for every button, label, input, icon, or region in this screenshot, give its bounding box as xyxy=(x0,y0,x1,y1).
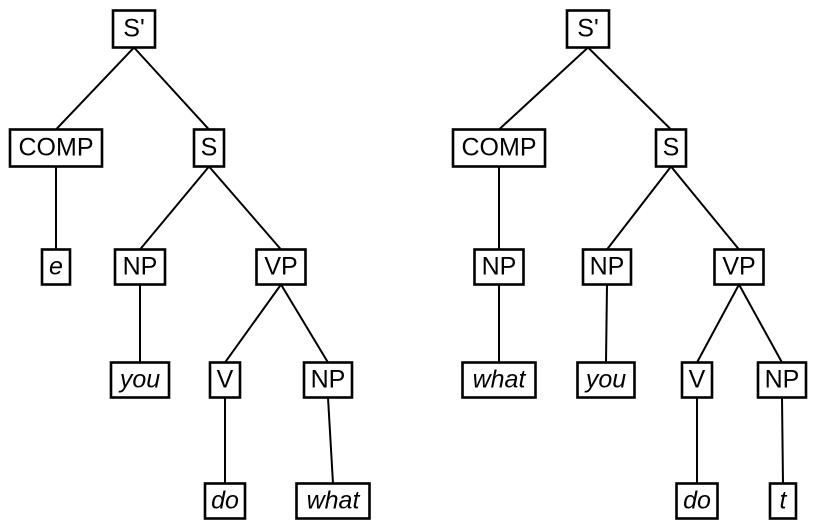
node-box xyxy=(713,248,765,286)
tree-edge-r-sbar-to-r-comp xyxy=(497,46,590,131)
node-box xyxy=(8,128,104,168)
tree-edge-r-sbar-to-r-s xyxy=(586,46,673,131)
node-label: you xyxy=(584,366,626,394)
node-label: S' xyxy=(123,15,144,43)
node-label: VP xyxy=(722,253,755,281)
node-box xyxy=(192,128,226,168)
node-box xyxy=(451,128,547,168)
node-box xyxy=(111,9,157,49)
node-box xyxy=(295,482,371,520)
node-label: V xyxy=(217,366,234,394)
tree-node-vp-r-vp[interactable]: VP xyxy=(713,248,765,286)
tree-node-s-r-sbar[interactable]: S' xyxy=(565,9,611,49)
node-box xyxy=(208,361,242,399)
node-label: do xyxy=(683,487,711,515)
node-label: NP xyxy=(482,253,517,281)
node-label: S xyxy=(663,134,680,162)
node-label: NP xyxy=(311,366,346,394)
tree-edge-r-np2-to-r-t xyxy=(780,396,785,485)
node-label: S' xyxy=(577,15,598,43)
tree-node-np-r-np1[interactable]: NP xyxy=(581,248,633,286)
node-label: t xyxy=(780,487,788,515)
tree-node-you-l-you[interactable]: you xyxy=(109,361,171,399)
node-label: V xyxy=(689,366,706,394)
node-label: NP xyxy=(590,253,625,281)
node-label: you xyxy=(118,366,160,394)
tree-node-e-l-e[interactable]: e xyxy=(40,248,72,286)
tree-node-do-r-do[interactable]: do xyxy=(675,482,719,520)
tree-edge-l-np2-to-l-what xyxy=(326,396,335,485)
node-label: e xyxy=(49,253,63,281)
node-label: do xyxy=(211,487,239,515)
tree-node-what-l-what[interactable]: what xyxy=(295,482,371,520)
node-box xyxy=(680,361,714,399)
node-label: COMP xyxy=(462,134,537,162)
node-box xyxy=(302,361,354,399)
tree-node-v-r-v[interactable]: V xyxy=(680,361,714,399)
node-box xyxy=(473,248,525,286)
tree-edge-l-vp-to-l-v xyxy=(223,283,283,364)
tree-node-what-r-what[interactable]: what xyxy=(461,361,537,399)
node-box xyxy=(654,128,688,168)
node-label: VP xyxy=(264,253,297,281)
tree-node-np-l-np1[interactable]: NP xyxy=(113,248,167,286)
tree-node-vp-l-vp[interactable]: VP xyxy=(255,248,307,286)
tree-node-you-r-you[interactable]: you xyxy=(576,361,636,399)
tree-edge-l-s-to-l-np1 xyxy=(138,165,211,251)
node-label: what xyxy=(473,366,527,394)
node-box xyxy=(461,361,537,399)
tree-edge-r-s-to-r-vp xyxy=(669,165,741,251)
tree-node-comp-l-comp[interactable]: COMP xyxy=(8,128,104,168)
node-box xyxy=(40,248,72,286)
node-box xyxy=(203,482,247,520)
node-box xyxy=(675,482,719,520)
tree-node-comp-r-comp[interactable]: COMP xyxy=(451,128,547,168)
node-box xyxy=(768,482,798,520)
tree-edge-r-vp-to-r-v xyxy=(695,283,741,364)
tree-edge-l-sbar-to-l-s xyxy=(132,46,211,131)
node-label: what xyxy=(307,487,361,515)
node-box xyxy=(756,361,808,399)
node-label: NP xyxy=(765,366,800,394)
tree-edge-l-s-to-l-vp xyxy=(207,165,283,251)
tree-edge-l-vp-to-l-np2 xyxy=(279,283,330,364)
node-label: COMP xyxy=(19,134,94,162)
tree-edge-r-np1-to-r-you xyxy=(604,283,609,364)
tree-node-np-l-np2[interactable]: NP xyxy=(302,361,354,399)
tree-node-do-l-do[interactable]: do xyxy=(203,482,247,520)
node-label: NP xyxy=(123,253,158,281)
tree-node-s-l-s[interactable]: S xyxy=(192,128,226,168)
node-box xyxy=(565,9,611,49)
tree-node-np-r-np2[interactable]: NP xyxy=(756,361,808,399)
tree-node-s-r-s[interactable]: S xyxy=(654,128,688,168)
tree-edge-r-s-to-r-np1 xyxy=(605,165,673,251)
tree-node-np-r-np0[interactable]: NP xyxy=(473,248,525,286)
node-label: S xyxy=(201,134,218,162)
tree-node-v-l-v[interactable]: V xyxy=(208,361,242,399)
tree-edge-l-sbar-to-l-comp xyxy=(54,46,136,131)
tree-edge-r-vp-to-r-np2 xyxy=(737,283,784,364)
edges-layer xyxy=(54,46,785,485)
tree-node-s-l-sbar[interactable]: S' xyxy=(111,9,157,49)
node-box xyxy=(113,248,167,286)
node-box xyxy=(109,361,171,399)
node-box xyxy=(576,361,636,399)
node-box xyxy=(581,248,633,286)
node-box xyxy=(255,248,307,286)
tree-node-t-r-t[interactable]: t xyxy=(768,482,798,520)
